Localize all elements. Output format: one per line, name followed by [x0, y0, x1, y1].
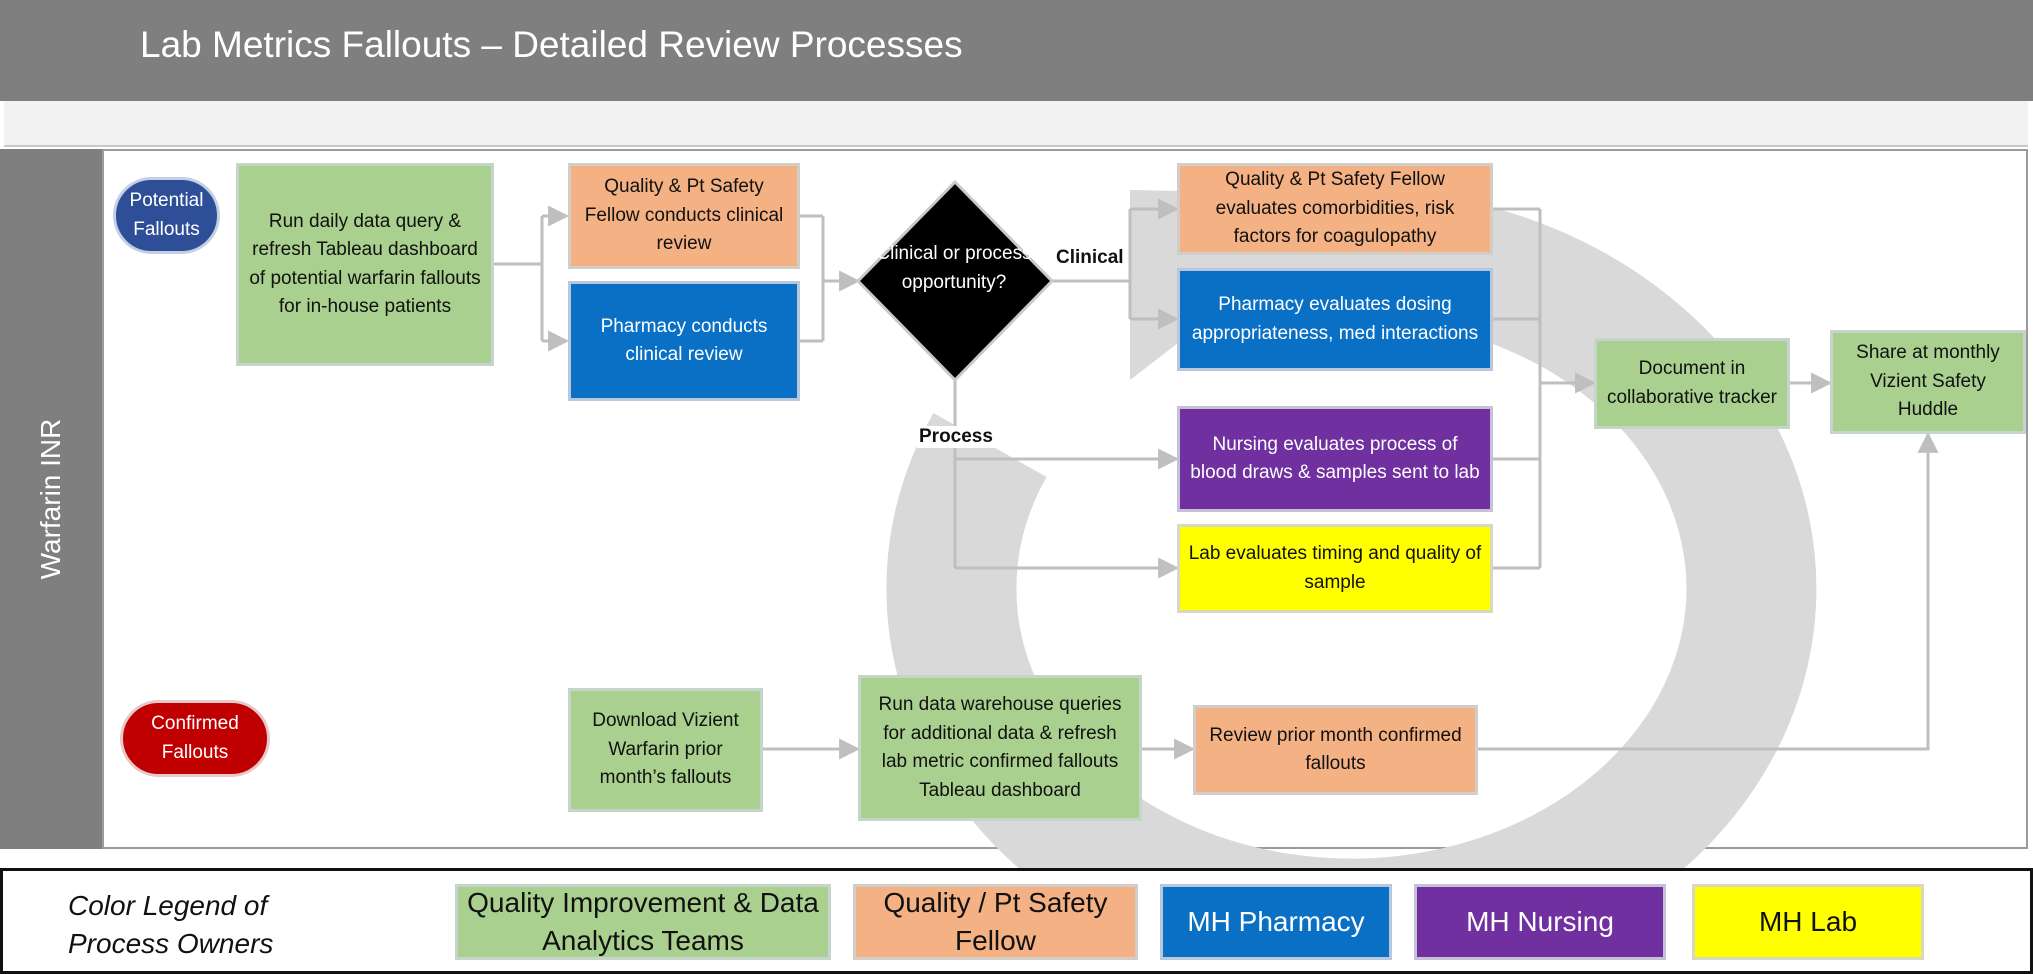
legend-item-nursing: MH Nursing — [1414, 884, 1666, 960]
qps-review-step: Quality & Pt Safety Fellow conducts clin… — [568, 163, 800, 269]
pharmacy-review-step: Pharmacy conducts clinical review — [568, 281, 800, 401]
share-huddle-step: Share at monthly Vizient Safety Huddle — [1830, 330, 2026, 434]
potential-fallouts-start: Potential Fallouts — [113, 177, 220, 254]
decision-label: Clinical or process opportunity? — [876, 243, 1032, 293]
swimlane-header — [0, 149, 102, 849]
data-warehouse-step: Run data warehouse queries for additiona… — [858, 675, 1142, 821]
clinical-branch-label: Clinical — [1054, 247, 1126, 269]
title-bar — [0, 0, 2033, 101]
legend-item-quality-fellow: Quality / Pt Safety Fellow — [853, 884, 1138, 960]
decision-diamond — [855, 179, 1055, 383]
legend-title: Color Legend of Process Owners — [68, 890, 274, 959]
nursing-evaluation-step: Nursing evaluates process of blood draws… — [1177, 406, 1493, 512]
download-vizient-step: Download Vizient Warfarin prior month’s … — [568, 688, 763, 812]
page-title: Lab Metrics Fallouts – Detailed Review P… — [140, 24, 963, 65]
pharmacy-evaluation-step: Pharmacy evaluates dosing appropriatenes… — [1177, 268, 1493, 371]
review-prior-month-step: Review prior month confirmed fallouts — [1193, 705, 1478, 795]
confirmed-fallouts-start: Confirmed Fallouts — [120, 700, 270, 777]
run-query-step: Run daily data query & refresh Tableau d… — [236, 163, 494, 366]
qps-evaluation-step: Quality & Pt Safety Fellow evaluates com… — [1177, 163, 1493, 255]
legend-item-pharmacy: MH Pharmacy — [1160, 884, 1392, 960]
process-branch-label: Process — [917, 426, 995, 448]
lab-evaluation-step: Lab evaluates timing and quality of samp… — [1177, 524, 1493, 613]
legend-item-quality-improvement: Quality Improvement & Data Analytics Tea… — [455, 884, 831, 960]
sub-header-bar — [4, 101, 2028, 147]
legend-item-lab: MH Lab — [1692, 884, 1924, 960]
document-tracker-step: Document in collaborative tracker — [1594, 338, 1790, 429]
